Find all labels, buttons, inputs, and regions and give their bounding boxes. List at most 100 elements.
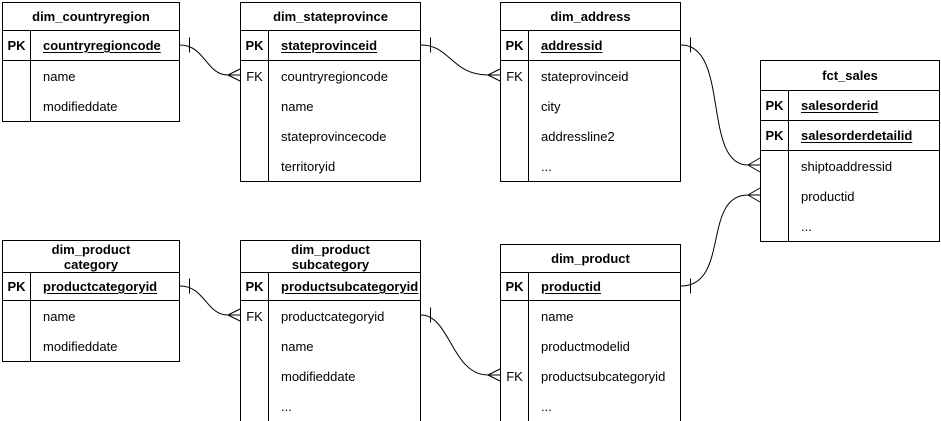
table-row: modifieddate [3,91,179,121]
table-dim_countryregion: dim_countryregion PK countryregioncode n… [2,2,180,122]
key-cell [241,391,269,421]
crows-foot [747,187,761,203]
table-title-text: dim_address [550,9,631,24]
table-row: name [3,301,179,331]
field-name: stateprovincecode [281,128,387,144]
field-name: salesorderid [801,98,879,113]
table-title-text: subcategory [291,256,370,272]
key-cell [241,91,269,121]
connector-category-subcategory [179,278,241,322]
field-name: name [43,68,76,84]
key-cell: PK [761,121,789,150]
field-name: name [43,308,76,324]
table-title: dim_address [501,3,680,31]
table-title-text: dim_product [291,241,370,257]
field-name: ... [281,398,292,414]
crows-foot [227,68,241,82]
table-row-pk: PK salesorderid [761,91,939,121]
field-name: countryregioncode [43,38,161,53]
table-row: modifieddate [241,361,420,391]
field-name: productcategoryid [281,308,385,324]
table-row: territoryid [241,151,420,181]
key-cell [501,391,529,421]
table-title: dim_product category [3,241,179,273]
field-name: productid [801,188,855,204]
table-row-pk: PK salesorderdetailid [761,121,939,151]
key-cell [501,121,529,151]
table-title: fct_sales [761,61,939,91]
key-cell [3,61,31,91]
field-name: name [281,98,314,114]
table-title-text: category [63,256,119,272]
key-cell: PK [3,31,31,60]
key-cell: PK [241,31,269,60]
field-name: name [541,308,574,324]
field-name: ... [541,398,552,414]
key-cell [3,301,31,331]
table-title-text: dim_product [51,241,131,257]
key-cell [241,331,269,361]
table-dim_address: dim_address PK addressid FK stateprovinc… [500,2,681,182]
table-row: name [241,331,420,361]
key-cell [761,211,789,241]
table-row: ... [761,211,939,241]
field-name: territoryid [281,158,336,174]
field-name: productsubcategoryid [281,279,419,294]
table-row: name [241,91,420,121]
field-name: stateprovinceid [281,38,378,53]
connector-address-fctsales [680,37,761,173]
field-name: name [281,338,314,354]
key-cell [241,121,269,151]
field-name: city [541,98,561,114]
table-dim_productsubcategory: dim_product subcategory PK productsubcat… [240,240,421,421]
field-name: productcategoryid [43,279,158,294]
table-title-text: dim_countryregion [32,9,150,24]
key-cell: FK [501,361,529,391]
table-title-text: dim_product [551,251,630,266]
table-title: dim_stateprovince [241,3,420,31]
crows-foot [747,157,761,173]
crows-foot [487,68,501,82]
field-name: addressline2 [541,128,615,144]
field-name: stateprovinceid [541,68,629,84]
table-row: ... [501,391,680,421]
table-row-fk: FK productcategoryid [241,301,420,331]
key-cell: FK [501,61,529,91]
table-row-pk: PK stateprovinceid [241,31,420,61]
field-name: ... [541,158,552,174]
key-cell [761,181,789,211]
connector-countryregion-stateprovince [179,37,241,82]
key-cell [501,331,529,361]
table-row-pk: PK productcategoryid [3,273,179,301]
table-row: productmodelid [501,331,680,361]
field-name: salesorderdetailid [801,128,913,143]
connector-product-fctsales [680,187,761,294]
field-name: productsubcategoryid [541,368,666,384]
key-cell [501,91,529,121]
table-row: stateprovincecode [241,121,420,151]
table-row-fk: FK countryregioncode [241,61,420,91]
connector-subcategory-product [420,307,501,382]
key-cell [3,331,31,361]
table-dim_productcategory: dim_product category PK productcategoryi… [2,240,180,362]
crows-foot [487,368,501,382]
field-name: modifieddate [281,368,356,384]
table-row-pk: PK productsubcategoryid [241,273,420,301]
key-cell [3,91,31,121]
table-dim_product: dim_product PK productid name productmod… [500,244,681,421]
field-name: shiptoaddressid [801,158,893,174]
key-cell [501,301,529,331]
table-row: addressline2 [501,121,680,151]
table-row-pk: PK countryregioncode [3,31,179,61]
table-row: ... [241,391,420,421]
key-cell: FK [241,61,269,91]
field-name: addressid [541,38,603,53]
table-row: productid [761,181,939,211]
table-title: dim_countryregion [3,3,179,31]
field-name: productid [541,279,601,294]
table-title: dim_product subcategory [241,241,420,273]
table-row: city [501,91,680,121]
table-title: dim_product [501,245,680,273]
field-name: countryregioncode [281,68,388,84]
table-row-fk: FK productsubcategoryid [501,361,680,391]
